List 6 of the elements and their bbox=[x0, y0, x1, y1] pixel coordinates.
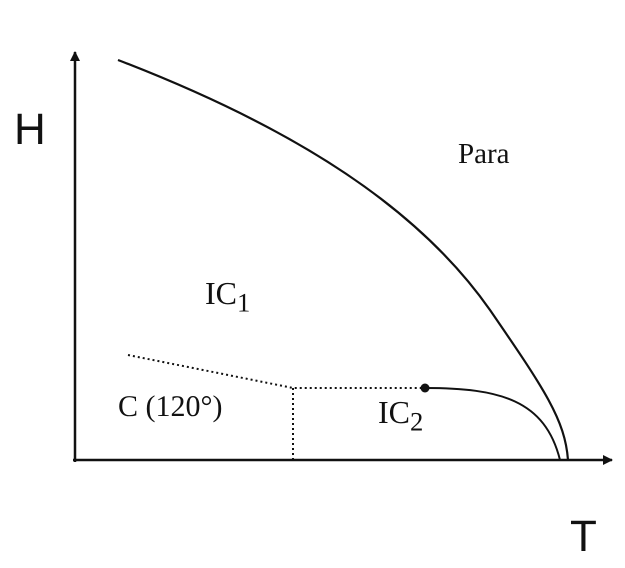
phase-label: IC$_{2}$ bbox=[378, 396, 424, 436]
phase-label: IC$_{1}$ bbox=[205, 277, 250, 316]
phase-label: Para bbox=[458, 140, 510, 169]
axis-label: H bbox=[14, 108, 46, 152]
axis-label: T bbox=[570, 515, 597, 559]
phase-label: C (120°) bbox=[118, 392, 222, 422]
